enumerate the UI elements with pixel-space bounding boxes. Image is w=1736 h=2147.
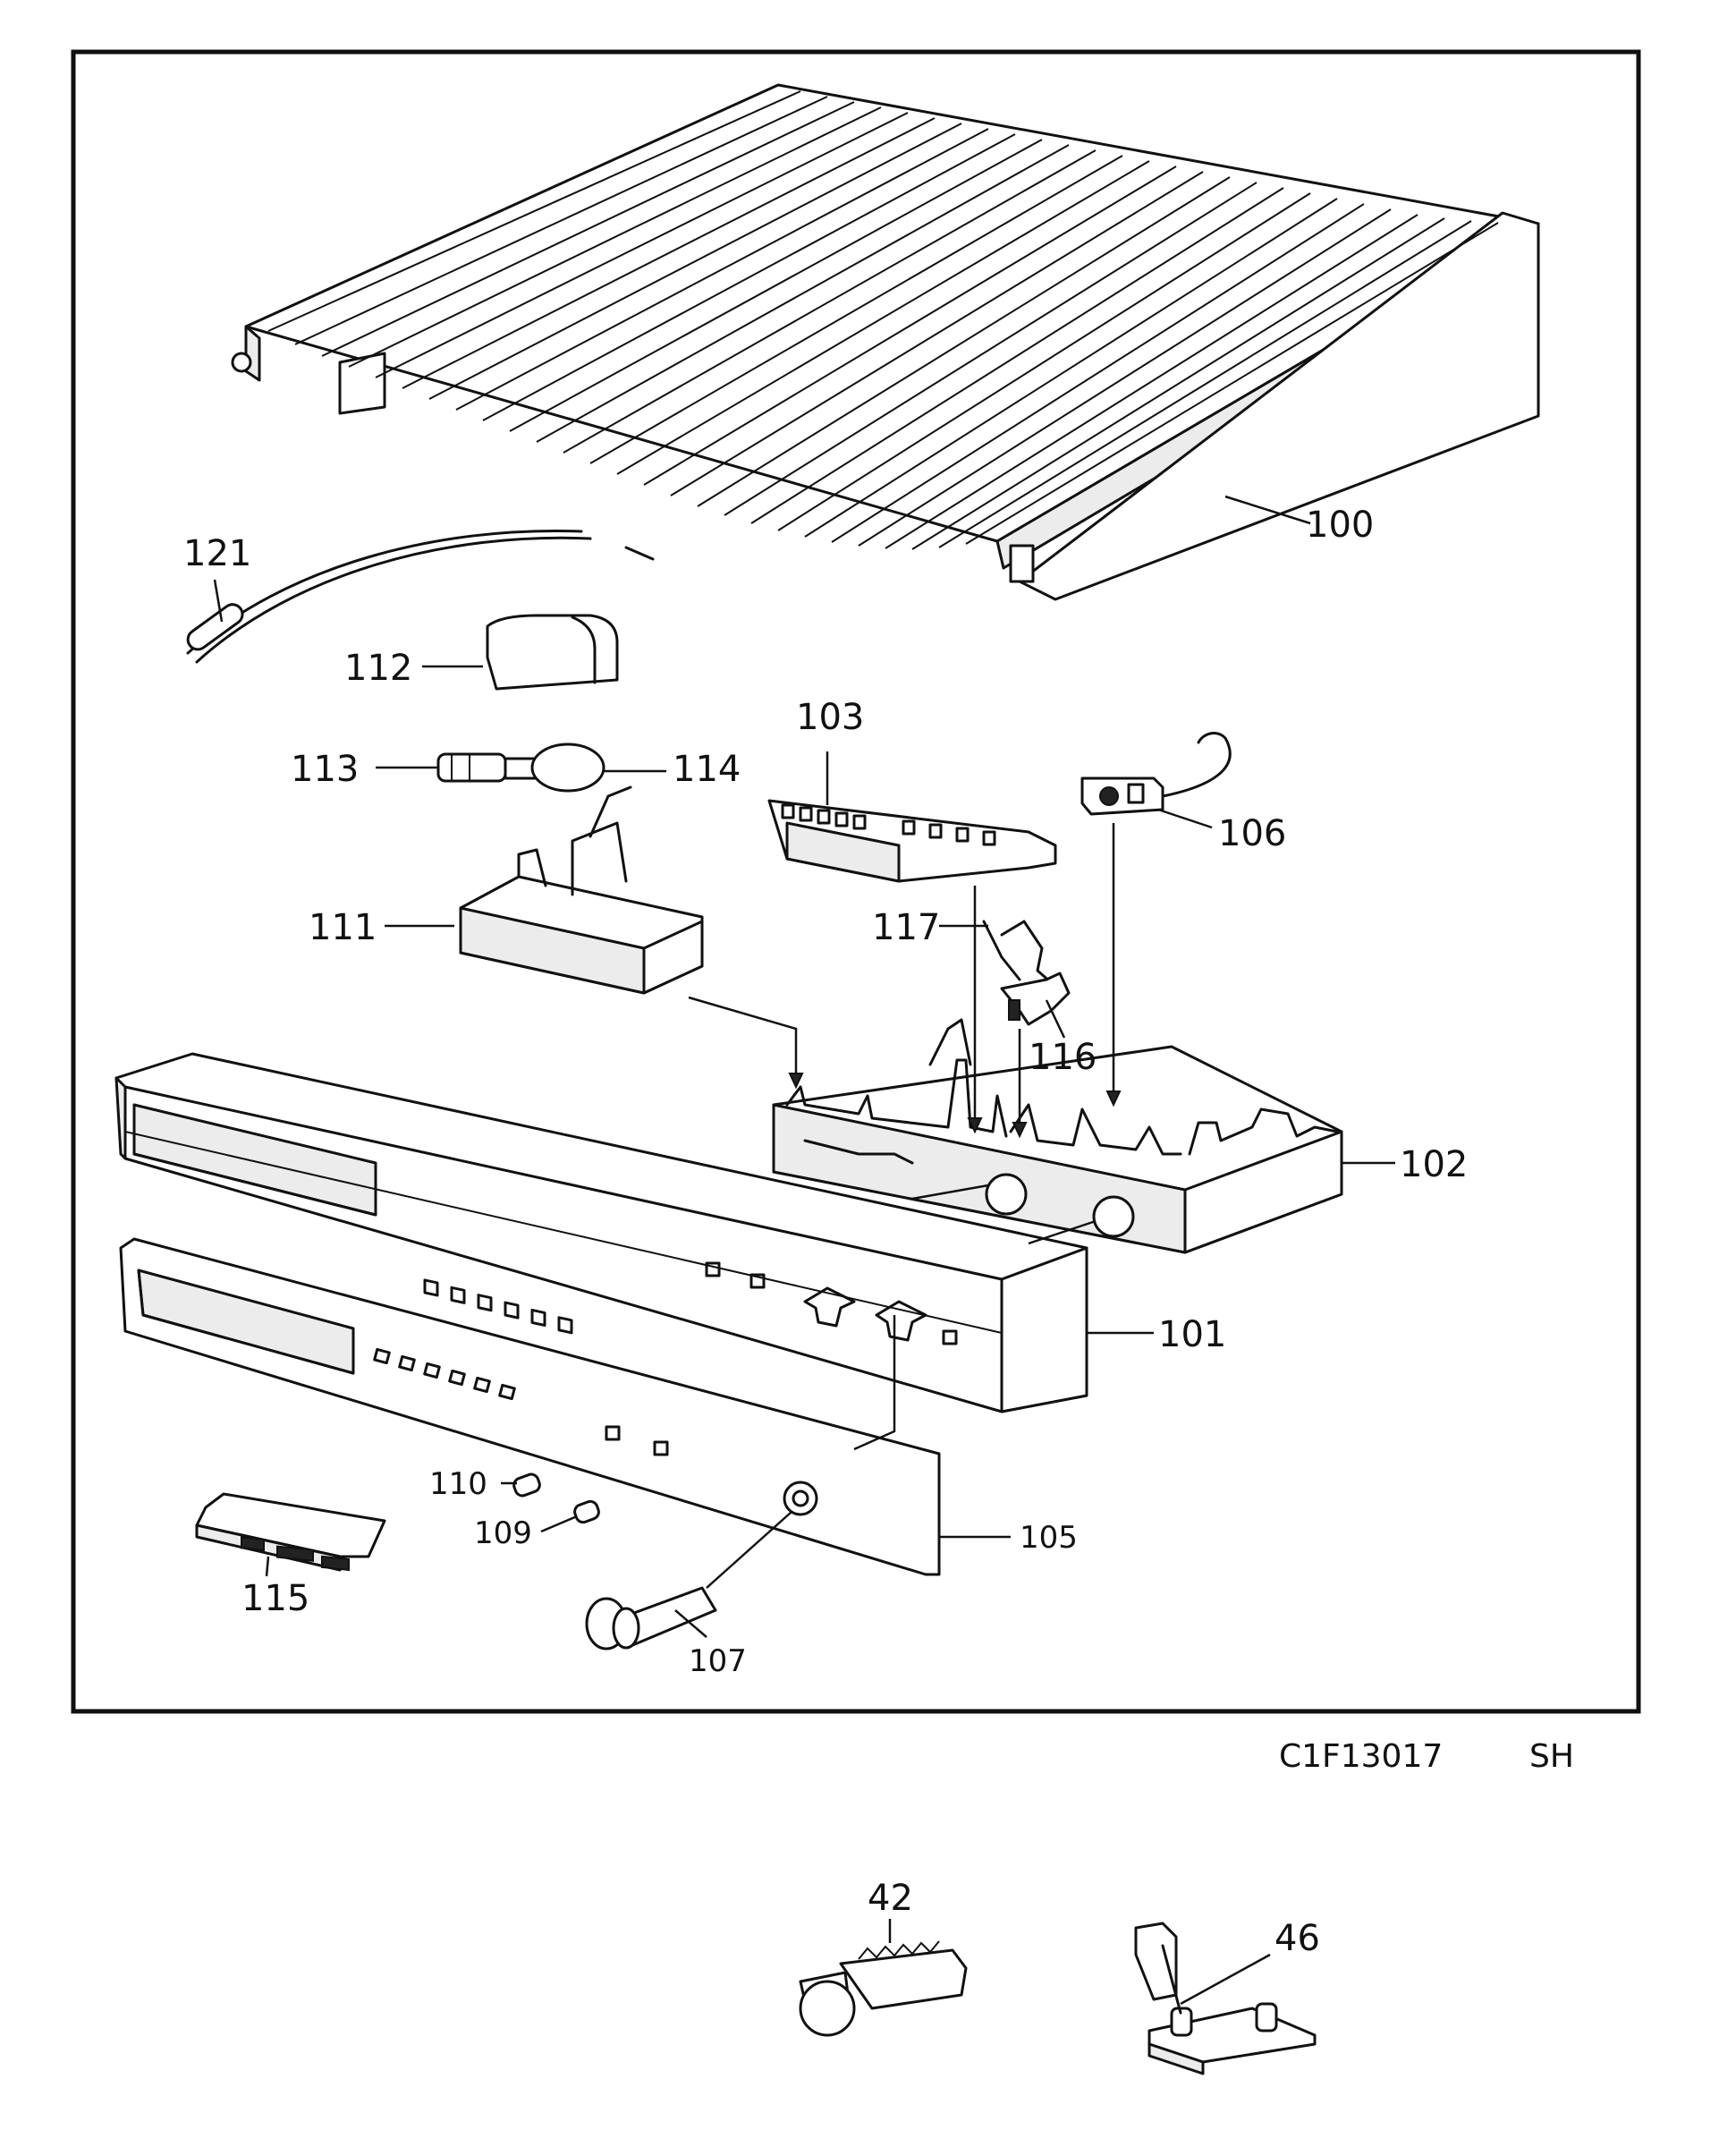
label-102: 102 <box>1400 1144 1468 1185</box>
label-109: 109 <box>474 1515 532 1551</box>
part-114-lamp-bulb <box>504 743 605 793</box>
label-110: 110 <box>429 1466 487 1502</box>
part-121-temperature-probe <box>186 529 655 664</box>
label-114: 114 <box>673 749 741 790</box>
label-106: 106 <box>1218 813 1286 854</box>
part-101-control-panel <box>114 1052 1088 1413</box>
part-107-knob-shaft <box>585 1586 717 1651</box>
part-102-control-box <box>772 1018 1343 1254</box>
label-112: 112 <box>344 648 412 689</box>
part-46-bracket <box>1134 1922 1317 2075</box>
diagram-frame <box>71 49 1641 1714</box>
label-100: 100 <box>1306 505 1374 546</box>
label-113: 113 <box>291 749 359 790</box>
drawing-code: C1F13017 <box>1279 1738 1443 1775</box>
part-105-panel-overlay <box>119 1237 941 1576</box>
drawing-suffix: SH <box>1529 1738 1574 1775</box>
part-113-lamp-holder <box>436 752 507 783</box>
label-103: 103 <box>796 697 864 738</box>
part-111-lamp-housing <box>459 785 704 995</box>
part-109-knob <box>573 1499 600 1524</box>
part-number-labels: 100 121 112 103 113 114 106 111 117 116 … <box>183 505 1468 1959</box>
label-105: 105 <box>1020 1520 1078 1556</box>
terminal-pins <box>781 803 996 846</box>
panel-105-buttons <box>373 1347 669 1456</box>
part-106-switch <box>1080 732 1232 816</box>
assembly-arrows <box>688 823 1122 1589</box>
label-116: 116 <box>1029 1037 1097 1078</box>
part-115-vent-grille <box>195 1492 386 1572</box>
part-42-handle <box>799 1940 968 2037</box>
label-42: 42 <box>868 1878 913 1919</box>
leader-lines <box>213 495 1395 2006</box>
part-112-lamp-cover <box>486 614 619 691</box>
part-100-shelf <box>231 83 1540 601</box>
label-115: 115 <box>241 1578 309 1619</box>
shelf-ribs <box>267 90 1499 550</box>
part-116-lever <box>1000 972 1071 1026</box>
part-103-terminal-block <box>767 799 1057 883</box>
part-117-spring-clip <box>982 920 1062 984</box>
label-46: 46 <box>1274 1918 1320 1959</box>
label-101: 101 <box>1158 1314 1226 1355</box>
label-111: 111 <box>309 907 377 948</box>
label-107: 107 <box>689 1643 747 1679</box>
label-117: 117 <box>872 907 940 948</box>
label-121: 121 <box>183 533 251 574</box>
part-110-knob <box>512 1472 541 1498</box>
